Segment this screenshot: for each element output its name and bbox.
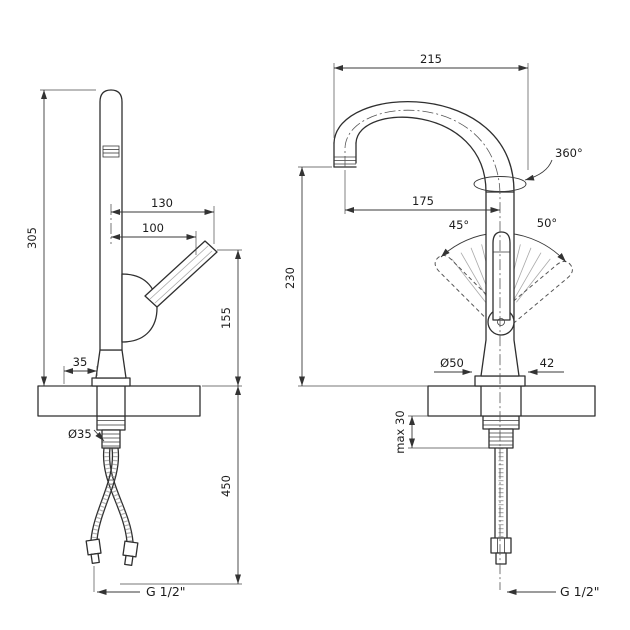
dim-label-max-counter-thickness: max 30 [393, 410, 407, 453]
dim-label-reach-130: 130 [151, 196, 173, 210]
mounting-shank-left [96, 415, 126, 449]
dim-label-shank-diameter: Ø35 [68, 427, 92, 441]
handle-lever-side [144, 240, 218, 308]
centerline [344, 109, 501, 590]
cartridge-housing-side [121, 273, 158, 343]
flex-hose-right [490, 447, 512, 565]
dim-label-spout-reach: 215 [420, 52, 442, 66]
hose-connector [490, 537, 512, 565]
tilt-arc-right [505, 232, 567, 263]
handle-ghost-right [496, 260, 573, 329]
dim-label-thread-left: G 1/2" [146, 584, 186, 599]
left-view: 305 130 100 155 35 Ø35 4 [25, 89, 242, 599]
handle-ghost-left [434, 254, 507, 327]
right-view: 215 360° 175 230 45° 50° Ø50 42 [283, 52, 600, 599]
hose-connector [122, 540, 139, 567]
aerator-side [102, 145, 120, 158]
hose-braid-texture [104, 447, 133, 543]
dim-label-base-diameter: Ø50 [440, 356, 464, 370]
dim-label-swivel: 360° [555, 146, 583, 160]
dim-label-offset-35: 35 [73, 355, 88, 369]
spout-outer-curve [333, 101, 515, 193]
dim-label-spout-reach-inner: 175 [412, 194, 434, 208]
hose-connector [85, 538, 102, 565]
swivel-leader [524, 159, 553, 181]
dim-label-tilt-left: 45° [449, 218, 469, 232]
base-flange-side [91, 377, 131, 387]
flex-hose-left-pair [85, 447, 139, 567]
body-flare-side [95, 349, 127, 379]
right-view-dimensions: 215 360° 175 230 45° 50° Ø50 42 [283, 52, 600, 599]
dim-label-flange-width: 42 [540, 356, 555, 370]
dim-label-hose-length: 450 [219, 475, 233, 497]
counter-slab-left [37, 385, 201, 417]
dim-label-tilt-right: 50° [537, 216, 557, 230]
handle-lever-front [492, 231, 511, 321]
spout-inner-curve [355, 116, 487, 193]
dim-label-reach-100: 100 [142, 221, 164, 235]
mounting-shank-right [482, 415, 520, 449]
dim-label-handle-height: 155 [219, 307, 233, 329]
left-view-dimensions: 305 130 100 155 35 Ø35 4 [25, 89, 242, 599]
dim-label-thread-right: G 1/2" [560, 584, 600, 599]
dim-label-spout-height: 230 [283, 267, 297, 289]
dim-label-total-height: 305 [25, 227, 39, 249]
counter-slab-right [427, 385, 596, 417]
faucet-body-front [333, 101, 527, 590]
